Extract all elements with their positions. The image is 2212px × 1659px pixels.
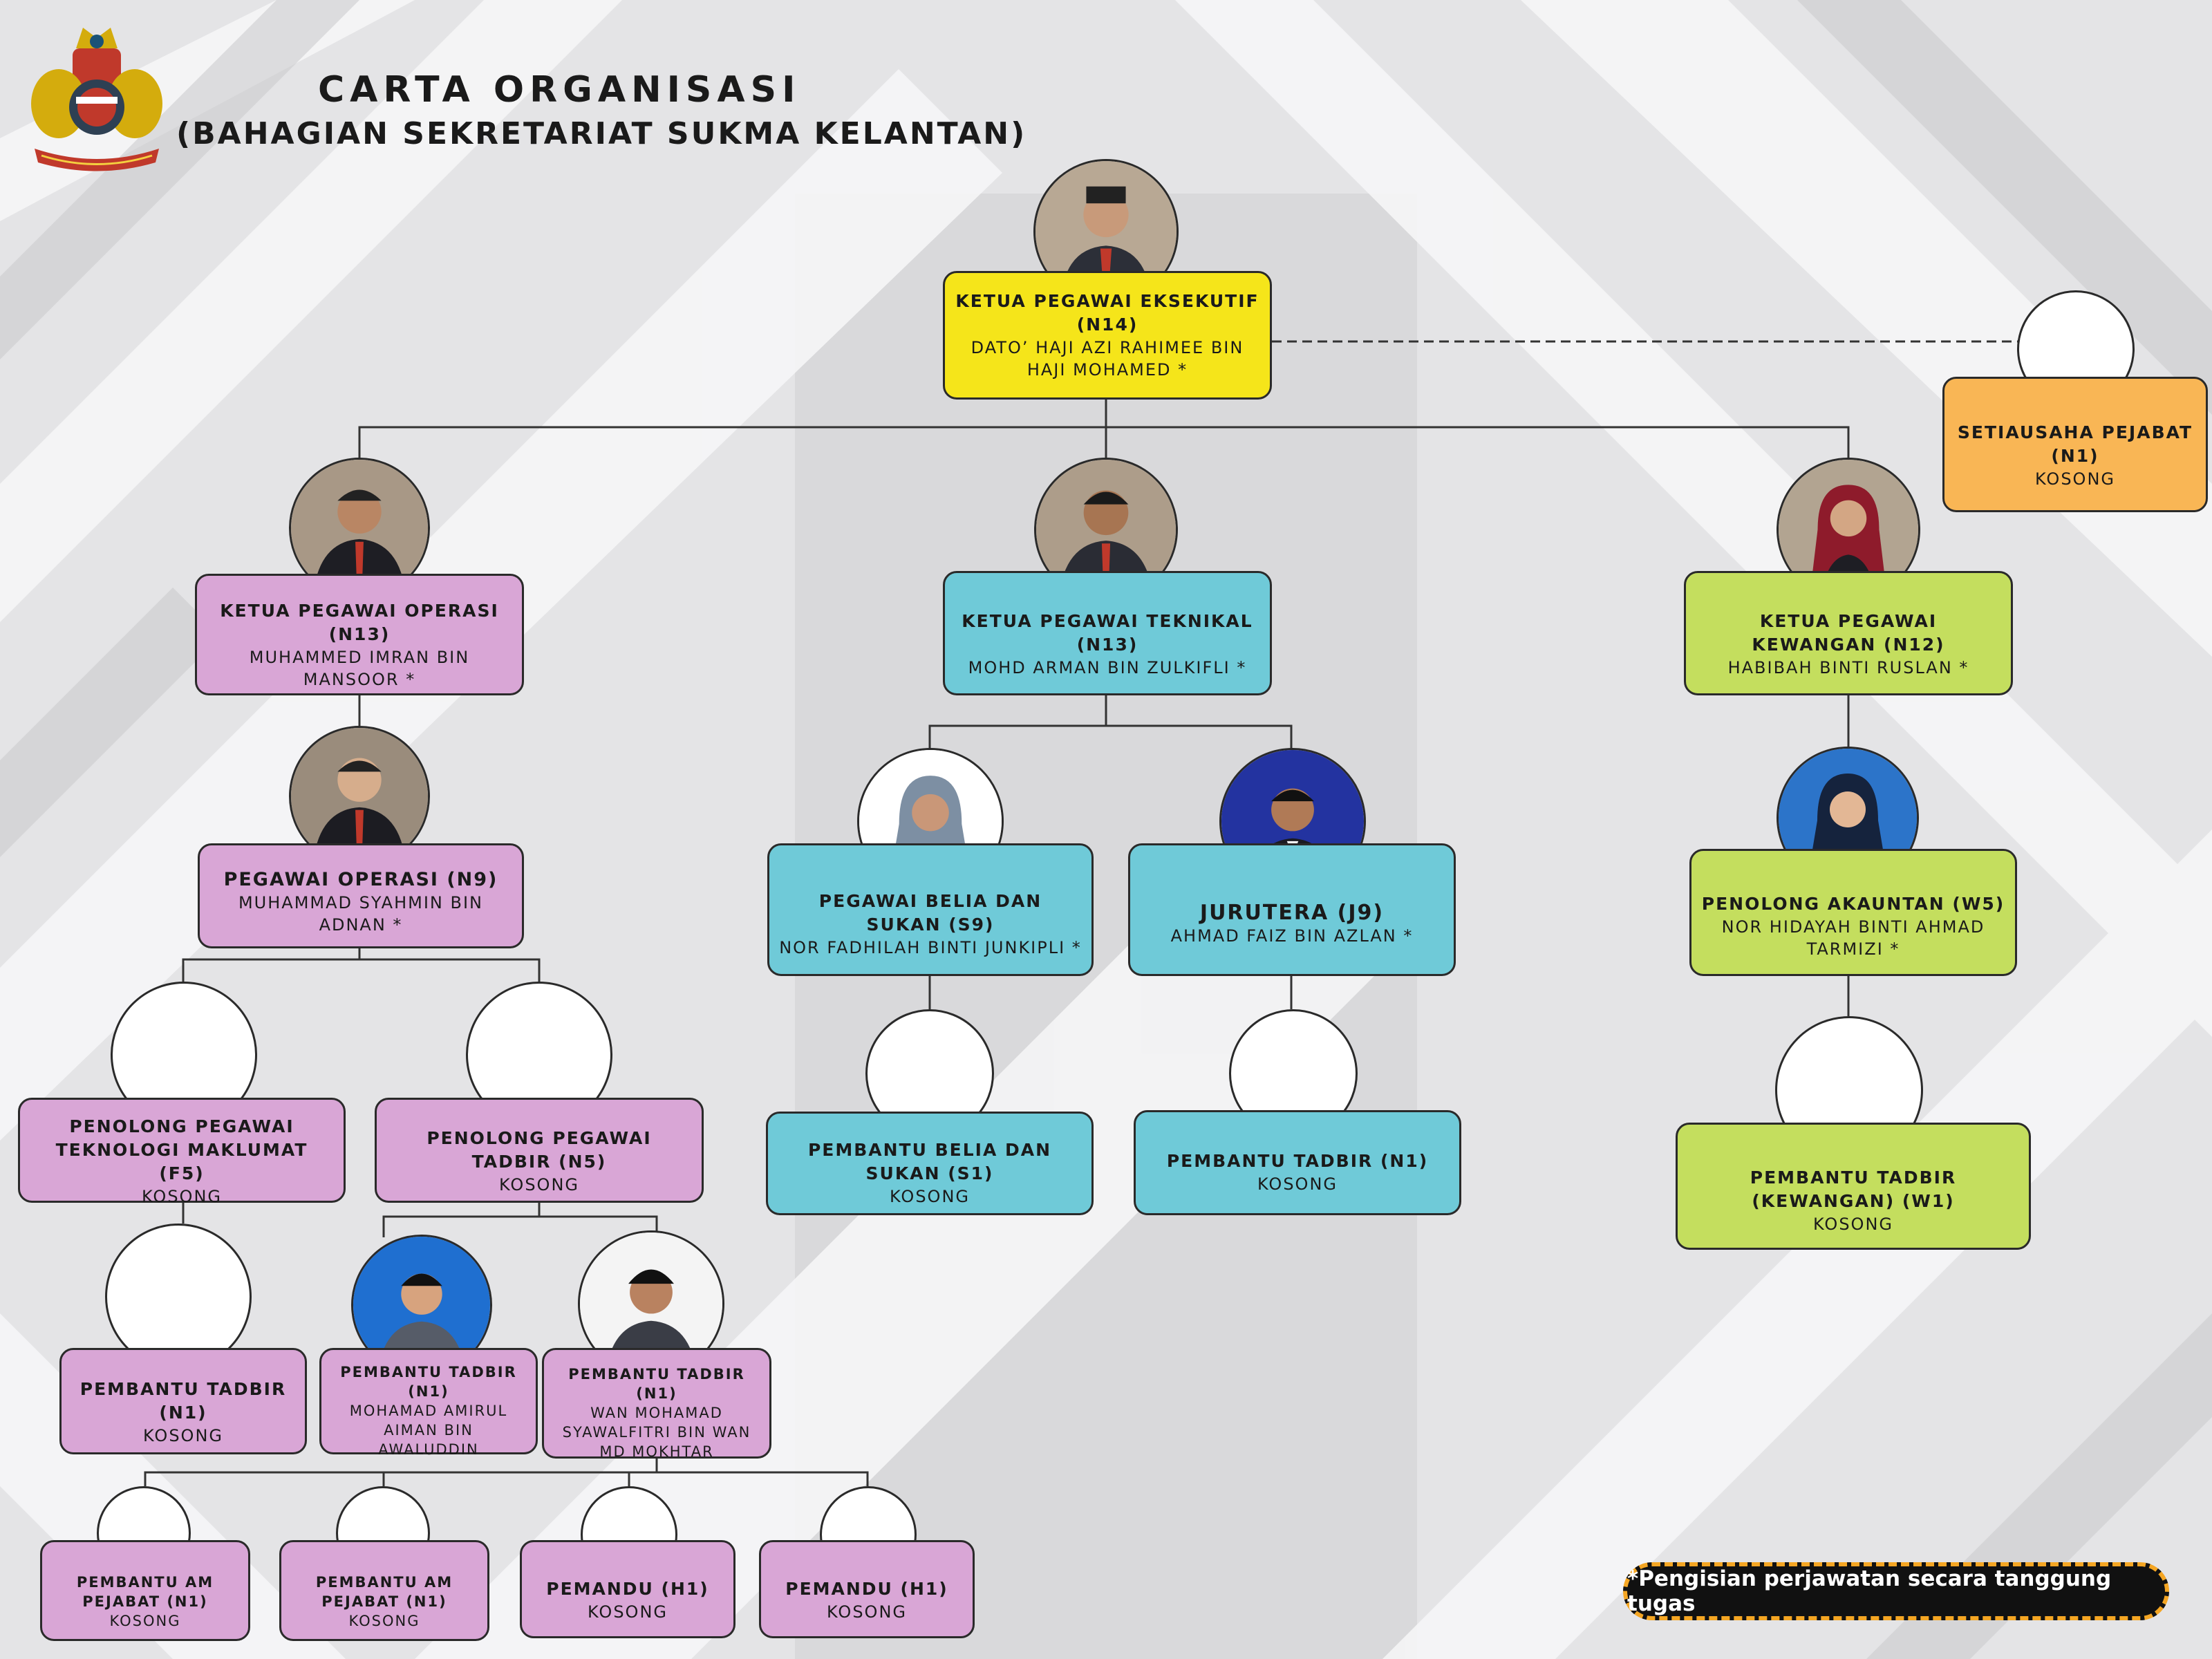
person-name: KOSONG [143, 1426, 223, 1445]
person-name: MOHAMAD AMIRUL AIMAN BIN AWALUDDIN [349, 1403, 508, 1458]
role-label: SETIAUSAHA PEJABAT (N1) [1957, 422, 2193, 466]
person-name: NOR HIDAYAH BINTI AHMAD TARMIZI * [1721, 917, 1985, 959]
role-label: PEMBANTU AM PEJABAT (N1) [315, 1574, 453, 1610]
chart-subtitle: (BAHAGIAN SEKRETARIAT SUKMA KELANTAN) [176, 116, 1027, 151]
node-fin-admin-asst: PEMBANTU TADBIR (KEWANGAN) (W1) KOSONG [1676, 1123, 2031, 1250]
role-label: KETUA PEGAWAI TEKNIKAL (N13) [962, 611, 1253, 655]
role-label: PEGAWAI OPERASI (N9) [223, 869, 498, 890]
role-label: JURUTERA (J9) [1199, 901, 1385, 925]
person-name: KOSONG [2035, 469, 2115, 489]
role-label: PEMBANTU TADBIR (KEWANGAN) (W1) [1750, 1168, 1957, 1211]
person-name: KOSONG [348, 1613, 420, 1629]
role-label: KETUA PEGAWAI KEWANGAN (N12) [1752, 611, 1945, 655]
node-admin-asst-1: PEMBANTU TADBIR (N1) MOHAMAD AMIRUL AIMA… [319, 1348, 538, 1458]
person-name: KOSONG [499, 1175, 579, 1194]
role-label: PEMBANTU TADBIR (N1) [568, 1366, 745, 1402]
role-label: PEMANDU (H1) [785, 1579, 948, 1599]
person-name: KOSONG [1257, 1174, 1338, 1194]
node-it-asst: PENOLONG PEGAWAI TEKNOLOGI MAKLUMAT (F5)… [18, 1098, 346, 1206]
node-office-asst-2: PEMBANTU AM PEJABAT (N1) KOSONG [279, 1540, 489, 1641]
person-name: KOSONG [588, 1602, 668, 1622]
node-youth-officer: PEGAWAI BELIA DAN SUKAN (S9) NOR FADHILA… [767, 843, 1094, 976]
node-youth-asst: PEMBANTU BELIA DAN SUKAN (S1) KOSONG [766, 1112, 1094, 1215]
node-secretary: SETIAUSAHA PEJABAT (N1) KOSONG [1942, 377, 2208, 512]
role-label: PEMBANTU BELIA DAN SUKAN (S1) [807, 1140, 1052, 1183]
person-name: HABIBAH BINTI RUSLAN * [1727, 658, 1969, 677]
node-coo: KETUA PEGAWAI OPERASI (N13) MUHAMMED IMR… [195, 574, 524, 695]
person-name: NOR FADHILAH BINTI JUNKIPLI * [779, 938, 1082, 957]
person-name: KOSONG [109, 1613, 181, 1629]
role-label: PENOLONG PEGAWAI TADBIR (N5) [427, 1128, 652, 1172]
node-ceo: KETUA PEGAWAI EKSEKUTIF (N14) DATO’ HAJI… [943, 271, 1272, 400]
person-name: MUHAMMAD SYAHMIN BIN ADNAN * [238, 893, 484, 935]
footnote-acting-note: *Pengisian perjawatan secara tanggung tu… [1623, 1562, 2169, 1620]
person-name: WAN MOHAMAD SYAWALFITRI BIN WAN MD MOKHT… [562, 1405, 751, 1460]
role-label: KETUA PEGAWAI EKSEKUTIF (N14) [955, 291, 1259, 335]
node-ops-officer: PEGAWAI OPERASI (N9) MUHAMMAD SYAHMIN BI… [198, 843, 524, 948]
role-label: PEMANDU (H1) [546, 1579, 709, 1599]
node-admin-asst-officer: PENOLONG PEGAWAI TADBIR (N5) KOSONG [375, 1098, 704, 1203]
chart-title: CARTA ORGANISASI [318, 69, 801, 111]
node-engineer: JURUTERA (J9) AHMAD FAIZ BIN AZLAN * [1128, 843, 1456, 976]
person-name: KOSONG [827, 1602, 907, 1622]
role-label: PEMBANTU TADBIR (N1) [79, 1379, 287, 1423]
node-admin-asst-2: PEMBANTU TADBIR (N1) WAN MOHAMAD SYAWALF… [542, 1348, 771, 1460]
person-name: KOSONG [142, 1187, 222, 1206]
node-tech-admin-asst: PEMBANTU TADBIR (N1) KOSONG [1134, 1110, 1461, 1215]
person-name: AHMAD FAIZ BIN AZLAN * [1170, 926, 1414, 946]
person-name: MUHAMMED IMRAN BIN MANSOOR * [249, 648, 470, 689]
person-name: KOSONG [890, 1187, 970, 1206]
node-cfo: KETUA PEGAWAI KEWANGAN (N12) HABIBAH BIN… [1684, 571, 2013, 695]
node-it-admin-asst: PEMBANTU TADBIR (N1) KOSONG [59, 1348, 307, 1454]
role-label: PEMBANTU TADBIR (N1) [1166, 1151, 1429, 1171]
node-driver-2: PEMANDU (H1) KOSONG [759, 1540, 975, 1638]
role-label: PEMBANTU TADBIR (N1) [340, 1364, 517, 1400]
person-name: DATO’ HAJI AZI RAHIMEE BIN HAJI MOHAMED … [971, 338, 1244, 379]
role-label: PEMBANTU AM PEJABAT (N1) [76, 1574, 214, 1610]
role-label: KETUA PEGAWAI OPERASI (N13) [220, 601, 499, 644]
node-driver-1: PEMANDU (H1) KOSONG [520, 1540, 735, 1638]
role-label: PEGAWAI BELIA DAN SUKAN (S9) [818, 891, 1042, 935]
role-label: PENOLONG PEGAWAI TEKNOLOGI MAKLUMAT (F5) [55, 1116, 308, 1183]
node-office-asst-1: PEMBANTU AM PEJABAT (N1) KOSONG [40, 1540, 250, 1641]
person-name: KOSONG [1813, 1215, 1893, 1234]
node-cto: KETUA PEGAWAI TEKNIKAL (N13) MOHD ARMAN … [943, 571, 1272, 695]
person-name: MOHD ARMAN BIN ZULKIFLI * [968, 658, 1247, 677]
kelantan-crest-logo [31, 28, 162, 171]
node-accountant: PENOLONG AKAUNTAN (W5) NOR HIDAYAH BINTI… [1689, 849, 2017, 976]
role-label: PENOLONG AKAUNTAN (W5) [1701, 894, 2005, 914]
